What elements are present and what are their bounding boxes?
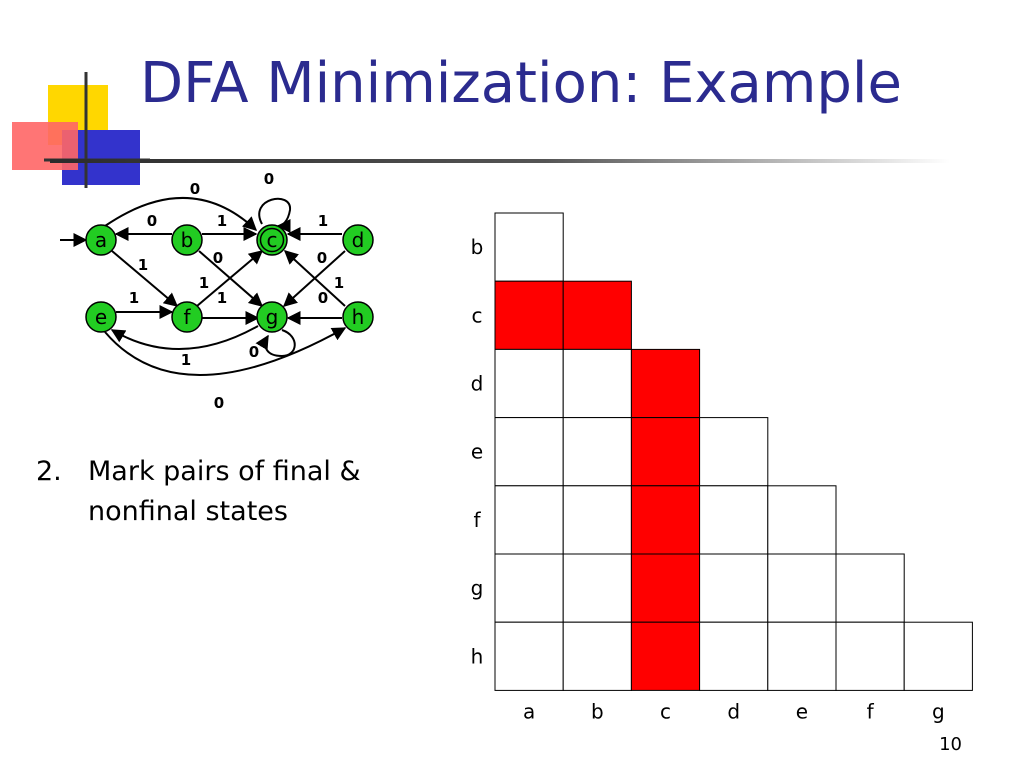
row-label-b: b: [471, 235, 484, 259]
col-label-g: g: [932, 699, 945, 723]
col-label-d: d: [727, 699, 740, 723]
transition-label: 0: [213, 249, 223, 267]
row-label-d: d: [471, 372, 484, 396]
state-label-h: h: [352, 305, 365, 329]
transition-label: 1: [217, 212, 227, 230]
state-pair-table: b c d e f g h a b c d e f g: [471, 212, 973, 723]
state-h: h: [342, 301, 374, 333]
pair-cell-f-d: [699, 485, 769, 555]
row-label-g: g: [471, 576, 484, 600]
row-label-e: e: [471, 440, 483, 464]
pair-cell-g-c: [630, 553, 701, 623]
state-c: c: [256, 224, 288, 256]
title-divider: [50, 159, 950, 163]
pair-cell-d-b: [562, 348, 632, 419]
pair-cell-c-a: [494, 280, 564, 350]
transition-label: 0: [190, 180, 200, 198]
col-label-b: b: [591, 699, 604, 723]
transition-label: 0: [214, 394, 224, 412]
pair-cell-h-f: [835, 621, 905, 691]
edge-g-g: [255, 329, 296, 358]
pair-cell-e-b: [562, 417, 632, 487]
state-label-d: d: [352, 228, 365, 252]
edge-g-e: [110, 325, 259, 351]
col-label-a: a: [523, 699, 535, 723]
pair-cell-g-f: [835, 553, 905, 623]
pair-cell-d-a: [494, 348, 564, 419]
step-line-1: Mark pairs of final &: [88, 456, 361, 487]
state-b: b: [171, 224, 203, 256]
page-title: DFA Minimization: Example: [140, 51, 902, 116]
pair-cell-h-b: [562, 621, 632, 691]
col-label-f: f: [867, 699, 875, 723]
pair-cell-f-b: [562, 485, 632, 555]
transition-label: 1: [181, 351, 191, 369]
transition-label: 0: [317, 249, 327, 267]
edge-d-g: [282, 250, 346, 307]
state-f: f: [171, 301, 203, 333]
pair-cell-h-e: [767, 621, 837, 691]
transition-label: 0: [264, 170, 274, 188]
pair-cell-g-a: [494, 553, 564, 623]
row-label-f: f: [473, 508, 481, 532]
transition-label: 1: [199, 274, 209, 292]
state-label-f: f: [183, 305, 191, 329]
transition-label: 1: [217, 289, 227, 307]
edge-a-f: [111, 250, 179, 307]
pair-cell-g-e: [767, 553, 837, 623]
edge-e-h: [104, 327, 347, 376]
pair-cell-c-b: [562, 280, 632, 350]
pair-cell-h-g: [903, 621, 973, 691]
transition-label: 1: [334, 274, 344, 292]
transition-label: 1: [129, 289, 139, 307]
state-g: g: [256, 301, 288, 333]
pair-cell-e-c: [630, 417, 701, 487]
transition-label: 1: [138, 256, 148, 274]
state-label-a: a: [95, 228, 107, 252]
step-line-2: nonfinal states: [88, 496, 288, 527]
pair-cell-e-d: [699, 417, 769, 487]
transition-label: 0: [249, 343, 259, 361]
step-number: 2.: [36, 456, 62, 487]
pair-cell-e-a: [494, 417, 564, 487]
pair-cell-g-d: [699, 553, 769, 623]
pair-cell-g-b: [562, 553, 632, 623]
edge-c-c: [258, 197, 292, 233]
transition-label: 0: [318, 289, 328, 307]
pair-cell-f-a: [494, 485, 564, 555]
pair-cell-b-a: [494, 212, 564, 282]
col-label-c: c: [660, 699, 671, 723]
transition-label: 0: [147, 212, 157, 230]
pair-cell-h-c: [630, 621, 701, 691]
step-text: 2. Mark pairs of final & nonfinal states: [36, 452, 361, 532]
pair-cell-h-a: [494, 621, 564, 691]
state-e: e: [85, 301, 117, 333]
pair-cell-f-e: [767, 485, 837, 555]
pair-cell-h-d: [699, 621, 769, 691]
state-label-e: e: [95, 305, 107, 329]
row-label-h: h: [471, 644, 484, 668]
pair-cell-d-c: [630, 348, 701, 419]
slide-number: 10: [939, 734, 962, 755]
col-label-e: e: [796, 699, 808, 723]
state-label-c: c: [267, 228, 278, 252]
state-a: a: [85, 224, 117, 256]
row-label-c: c: [472, 303, 483, 327]
transition-label: 1: [318, 212, 328, 230]
pair-cell-f-c: [630, 485, 701, 555]
edge-f-c: [196, 250, 264, 307]
state-label-g: g: [266, 305, 279, 329]
edge-a-c: [104, 197, 258, 231]
state-d: d: [342, 224, 374, 256]
state-label-b: b: [181, 228, 194, 252]
